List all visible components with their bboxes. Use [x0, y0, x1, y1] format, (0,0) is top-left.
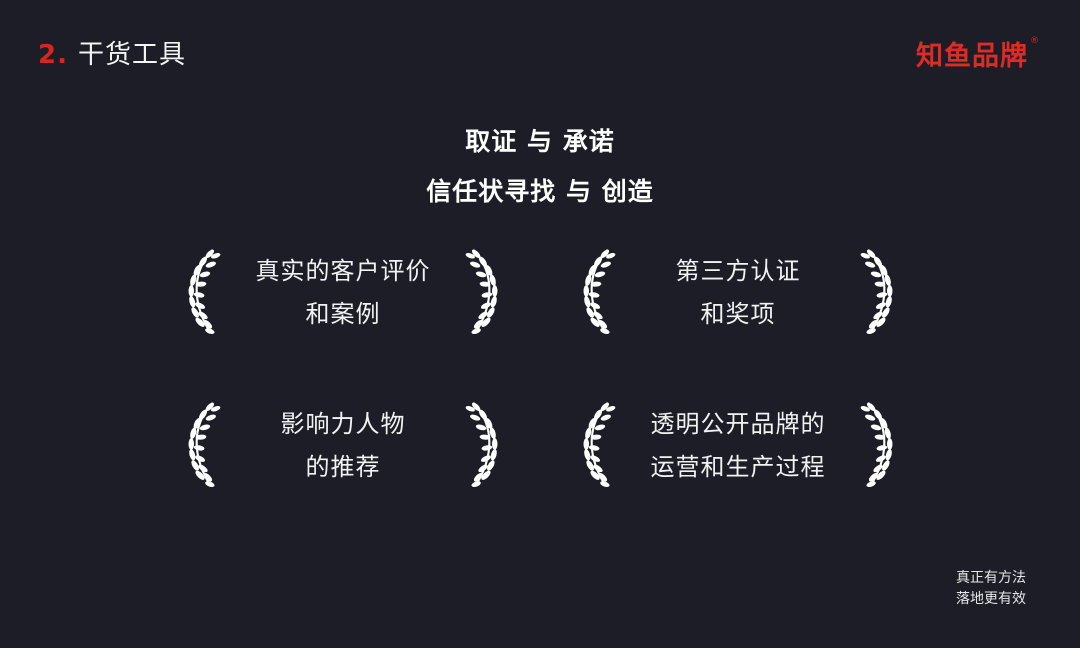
award-item-customer-reviews: 真实的客户评价 和案例: [183, 240, 503, 340]
brand-name: 知鱼品牌: [916, 41, 1028, 72]
award-line-2: 运营和生产过程: [650, 453, 826, 481]
slogan-line-1: 真正有方法: [956, 570, 1026, 586]
headline-line-1: 取证 与 承诺: [465, 127, 615, 156]
award-text: 第三方认证 和奖项: [618, 250, 858, 336]
award-text: 透明公开品牌的 运营和生产过程: [618, 403, 858, 489]
award-item-third-party-certification: 第三方认证 和奖项: [578, 240, 898, 340]
award-item-influencer-endorsement: 影响力人物 的推荐: [183, 393, 503, 493]
award-line-1: 影响力人物: [280, 410, 406, 438]
award-line-1: 第三方认证: [675, 257, 801, 285]
headline-line-2: 信任状寻找 与 创造: [426, 177, 654, 206]
award-line-1: 透明公开品牌的: [650, 410, 826, 438]
laurel-left-icon: [186, 247, 223, 336]
section-heading: 2. 干货工具: [38, 34, 186, 71]
award-text: 真实的客户评价 和案例: [223, 250, 463, 336]
footer-slogan: 真正有方法 落地更有效: [956, 568, 1026, 610]
award-item-transparent-operations: 透明公开品牌的 运营和生产过程: [578, 393, 898, 493]
section-title: 干货工具: [77, 40, 186, 70]
laurel-right-icon: [858, 400, 895, 489]
laurel-left-icon: [186, 400, 223, 489]
registered-mark-icon: ®: [1030, 36, 1040, 46]
brand-logo: 知鱼品牌 ®: [916, 34, 1040, 73]
laurel-left-icon: [581, 247, 618, 336]
award-line-2: 和案例: [305, 300, 381, 328]
laurel-right-icon: [463, 400, 500, 489]
slogan-line-2: 落地更有效: [956, 591, 1026, 607]
award-text: 影响力人物 的推荐: [223, 403, 463, 489]
award-line-2: 和奖项: [700, 300, 776, 328]
award-line-2: 的推荐: [305, 453, 381, 481]
laurel-left-icon: [581, 400, 618, 489]
laurel-right-icon: [858, 247, 895, 336]
section-number: 2.: [38, 40, 68, 70]
award-line-1: 真实的客户评价: [255, 257, 431, 285]
laurel-right-icon: [463, 247, 500, 336]
